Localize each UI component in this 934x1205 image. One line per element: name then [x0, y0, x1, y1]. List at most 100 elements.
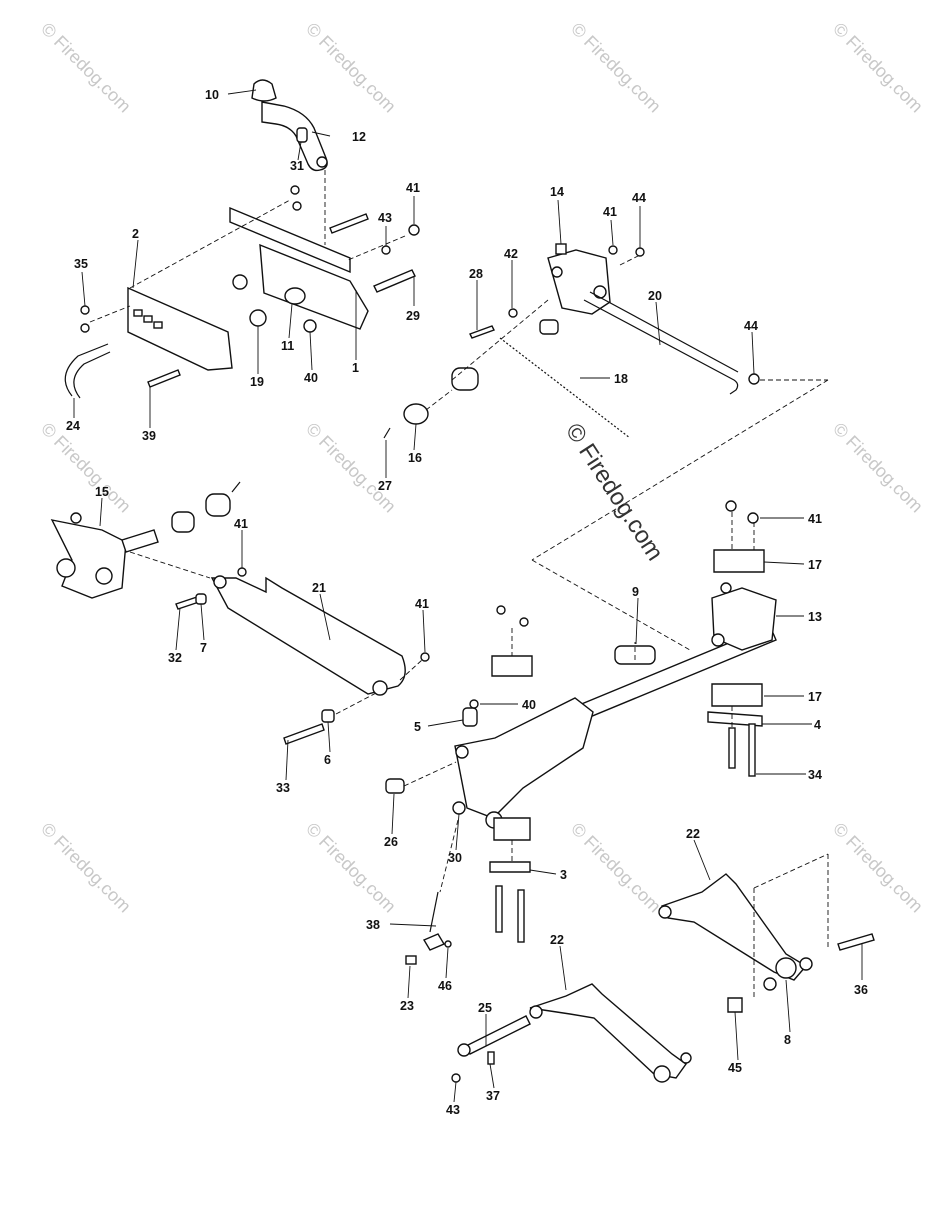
washer-part — [635, 247, 645, 257]
callout-20: 20 — [648, 289, 662, 303]
leader-line — [81, 271, 86, 307]
washer-part — [249, 309, 267, 327]
leader-line — [427, 719, 464, 727]
watermark-text: © Firedog.com — [302, 819, 400, 917]
spacer-part — [195, 593, 207, 605]
leader-line — [489, 1063, 495, 1089]
callout-41: 41 — [234, 517, 248, 531]
bushing-part — [171, 511, 195, 533]
callout-38: 38 — [366, 918, 380, 932]
callout-11: 11 — [281, 339, 294, 353]
nut-part — [608, 245, 618, 255]
pivot-hole — [593, 285, 607, 299]
bolt-part — [329, 213, 369, 234]
slot — [133, 309, 143, 317]
callout-18: 18 — [614, 372, 628, 386]
grease-fitting — [555, 243, 567, 255]
leader-line — [288, 303, 293, 339]
clamp-part — [493, 817, 531, 841]
leader-line — [311, 131, 331, 137]
callout-16: 16 — [408, 451, 422, 465]
callout-30: 30 — [448, 851, 462, 865]
leader-line — [529, 869, 557, 875]
cotter-pin-part — [231, 481, 241, 493]
leader-line — [559, 945, 567, 991]
callout-3: 3 — [560, 868, 567, 882]
assembly-line — [129, 551, 211, 579]
nut-part — [469, 699, 479, 709]
rod-part — [429, 891, 439, 933]
slot — [143, 315, 153, 323]
clip-part — [748, 373, 760, 385]
callout-35: 35 — [74, 257, 88, 271]
bolt-part — [147, 369, 181, 388]
screw-part — [80, 305, 90, 315]
leader-line — [227, 89, 257, 95]
leader-line — [175, 607, 181, 651]
pin-part — [385, 778, 405, 794]
assembly-line — [335, 691, 379, 715]
arm-hole — [653, 1065, 671, 1083]
callout-9: 9 — [632, 585, 639, 599]
leader-line — [751, 331, 755, 375]
callout-23: 23 — [400, 999, 414, 1013]
arm-hole — [658, 905, 672, 919]
arm-hole — [529, 1005, 543, 1019]
knob-part — [251, 79, 277, 102]
bushing-part — [284, 287, 306, 305]
shaft-part — [121, 529, 159, 553]
watermark-text: © Firedog.com — [829, 819, 927, 917]
shaft-lever-part — [454, 697, 594, 819]
nut-part — [451, 1073, 461, 1083]
callout-14: 14 — [550, 185, 564, 199]
bolt-part — [728, 727, 736, 769]
assembly-line — [129, 199, 291, 289]
leader-line — [407, 965, 411, 999]
callout-19: 19 — [250, 375, 264, 389]
bolt-part — [748, 723, 756, 777]
callout-40: 40 — [522, 698, 536, 712]
washer-part — [680, 1052, 692, 1064]
leader-line — [99, 497, 103, 527]
clamp-part — [711, 683, 763, 707]
leader-line — [785, 979, 791, 1033]
callout-labels: 10 12 31 2 35 41 43 29 11 1 40 19 24 39 … — [66, 88, 868, 1117]
watermark-text: © Firedog.com — [37, 19, 135, 117]
callout-44: 44 — [744, 319, 758, 333]
pivot-hole — [56, 558, 76, 578]
nut-part — [747, 512, 759, 524]
callout-29: 29 — [406, 309, 420, 323]
leader-line — [655, 301, 661, 346]
bolt-part — [517, 889, 525, 943]
watermark-text: © Firedog.com — [567, 19, 665, 117]
pivot-spring-assembly — [383, 243, 829, 651]
lever-hole — [316, 156, 328, 168]
lever-bolt — [296, 127, 308, 143]
callout-44: 44 — [632, 191, 646, 205]
cotter-pin-part — [383, 427, 391, 439]
leader-line — [297, 141, 302, 161]
plate-part — [489, 861, 531, 873]
rod-end-part — [422, 933, 446, 951]
callout-12: 12 — [352, 130, 366, 144]
callout-5: 5 — [414, 720, 421, 734]
leader-line — [391, 793, 395, 835]
bolt-part — [283, 723, 325, 745]
callout-2: 2 — [132, 227, 139, 241]
callout-41: 41 — [415, 597, 429, 611]
leader-line — [455, 813, 460, 851]
control-arm-part — [529, 983, 687, 1079]
main-shaft-assembly — [385, 500, 777, 943]
rod-part — [589, 291, 739, 373]
pin-part — [465, 1015, 531, 1055]
bracket-part — [259, 243, 369, 330]
callout-22: 22 — [686, 827, 700, 841]
top-plate-part — [229, 206, 351, 274]
washer-part — [799, 957, 813, 971]
link-hole — [213, 575, 227, 589]
callout-46: 46 — [438, 979, 452, 993]
callout-17: 17 — [808, 558, 822, 572]
nut-part — [303, 319, 317, 333]
lever-bracket-assembly — [64, 79, 420, 399]
